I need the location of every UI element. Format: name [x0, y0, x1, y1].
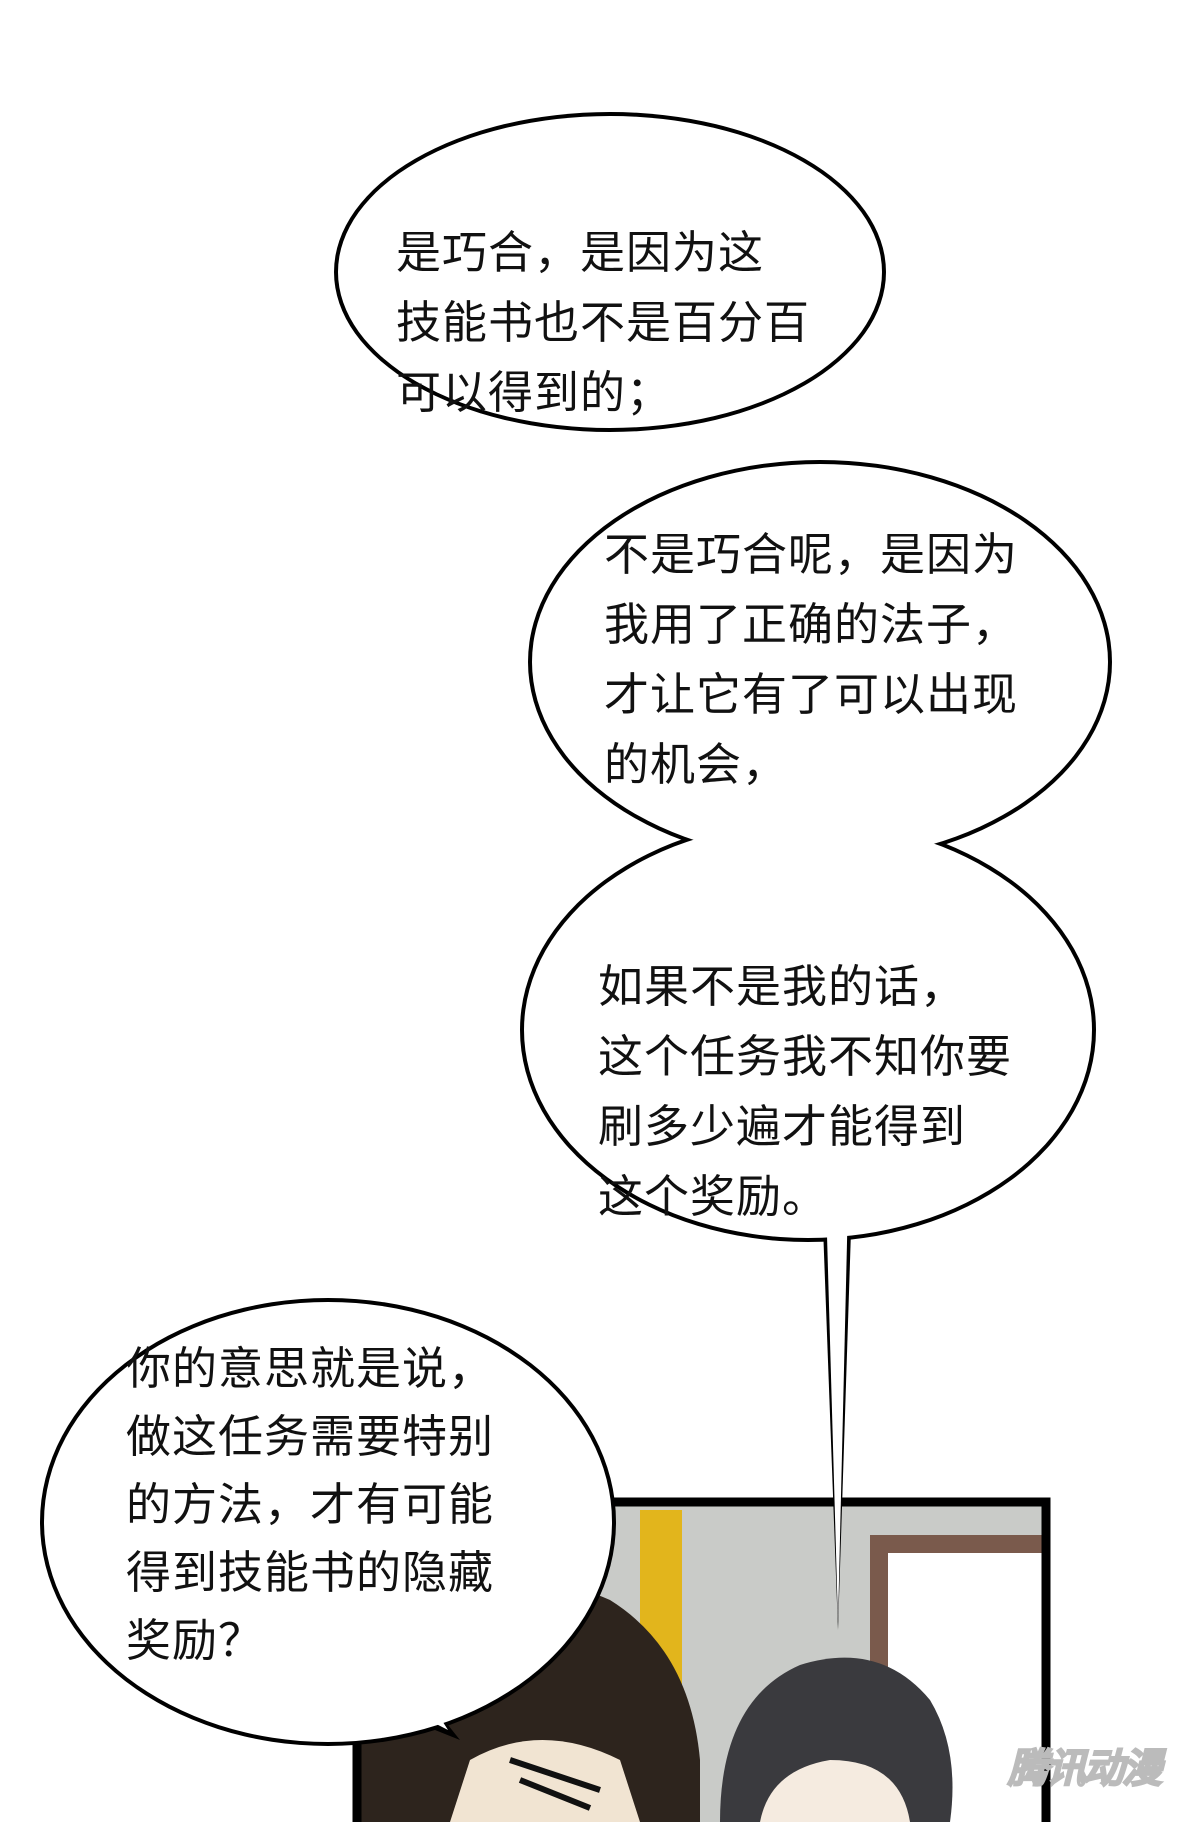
dialogue-line: 你的意思就是说， [126, 1342, 495, 1395]
dialogue-line: 如果不是我的话， [598, 960, 967, 1013]
dialogue-line: 才让它有了可以出现 [604, 668, 1019, 721]
dialogue-line: 我用了正确的法子， [604, 598, 1019, 651]
speech-bubble-4-text: 你的意思就是说， 做这任务需要特别 的方法，才有可能 得到技能书的隐藏 奖励？ [126, 1335, 494, 1675]
character-face-left [450, 1740, 640, 1822]
dialogue-line: 这个奖励。 [598, 1170, 829, 1223]
dialogue-line: 可以得到的； [396, 366, 673, 419]
dialogue-line: 刷多少遍才能得到 [598, 1100, 967, 1153]
dialogue-line: 奖励？ [126, 1614, 265, 1667]
dialogue-line: 做这任务需要特别 [126, 1410, 495, 1463]
glasses [509, 1757, 601, 1811]
watermark-logo: 腾讯动漫 [1007, 1745, 1163, 1793]
dialogue-line: 的方法，才有可能 [126, 1478, 495, 1531]
speech-bubble-2-text: 不是巧合呢，是因为 我用了正确的法子， 才让它有了可以出现 的机会， [604, 520, 1018, 800]
character-face-right [760, 1760, 910, 1822]
dialogue-line: 得到技能书的隐藏 [126, 1546, 495, 1599]
speech-bubble-fills [44, 116, 1108, 1742]
speech-bubble-3-text: 如果不是我的话， 这个任务我不知你要 刷多少遍才能得到 这个奖励。 [598, 952, 1012, 1232]
dialogue-line: 的机会， [604, 738, 789, 791]
dialogue-line: 不是巧合呢，是因为 [604, 528, 1019, 581]
speech-bubble-1-text: 是巧合，是因为这 技能书也不是百分百 可以得到的； [396, 218, 810, 428]
character-hair-gray [720, 1657, 953, 1822]
dialogue-line: 这个任务我不知你要 [598, 1030, 1013, 1083]
dialogue-line: 技能书也不是百分百 [396, 296, 811, 349]
dialogue-line: 是巧合，是因为这 [396, 226, 765, 279]
